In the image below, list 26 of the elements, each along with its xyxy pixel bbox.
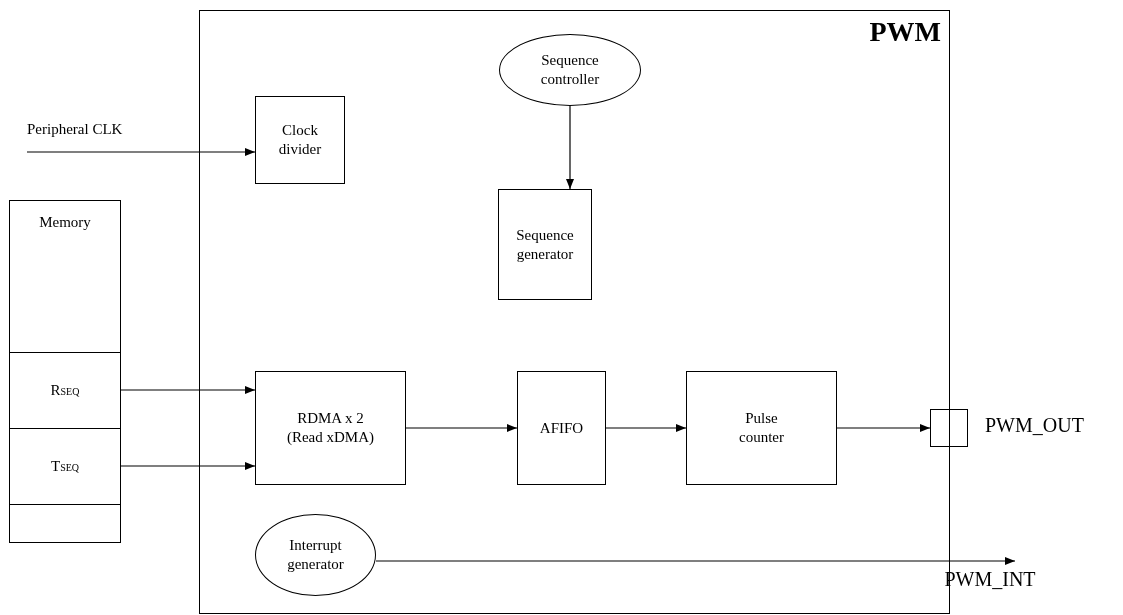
arrow	[566, 105, 574, 190]
arrow	[120, 386, 256, 394]
block-title: PWM	[869, 15, 941, 49]
process-box	[255, 371, 406, 485]
arrow	[405, 424, 518, 432]
arrow	[120, 462, 256, 470]
process-box	[255, 96, 345, 184]
node-label: Clock divider	[277, 121, 323, 159]
arrow	[375, 557, 1016, 565]
process-box	[498, 189, 592, 300]
output-port	[930, 409, 968, 447]
process-box	[517, 371, 606, 485]
node-label: AFIFO	[538, 418, 585, 438]
arrow	[605, 424, 687, 432]
process-box	[686, 371, 837, 485]
node-label: Sequence controller	[539, 51, 601, 89]
arrow	[26, 148, 256, 156]
node-label: RDMA x 2 (Read xDMA)	[285, 409, 376, 447]
memory-block	[9, 200, 121, 543]
signal-label: Peripheral CLK	[27, 121, 123, 138]
node-label: Interrupt generator	[286, 536, 345, 574]
node-label: Sequence generator	[515, 225, 575, 264]
port-label: PWM_OUT	[985, 414, 1084, 437]
node-label: Pulse counter	[738, 409, 785, 447]
node-label: Memory	[38, 213, 92, 232]
arrow	[836, 424, 931, 432]
